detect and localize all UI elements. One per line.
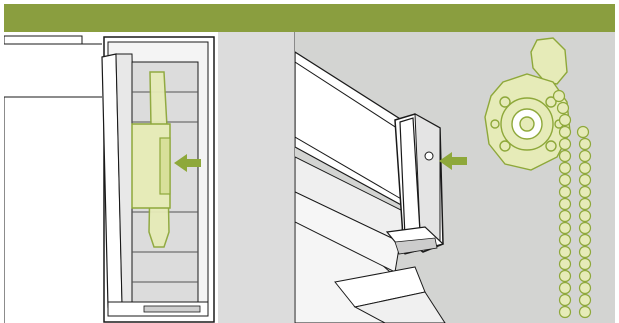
- front-view-illustration: [4, 32, 295, 323]
- header-bar: [4, 4, 615, 32]
- left-panel: [4, 32, 295, 323]
- right-panel: [295, 32, 615, 323]
- arrow-left-icon: [439, 152, 467, 170]
- perspective-view-illustration: [295, 32, 615, 323]
- clutch-mechanism-icon: [485, 38, 570, 170]
- wall-background: [218, 32, 295, 323]
